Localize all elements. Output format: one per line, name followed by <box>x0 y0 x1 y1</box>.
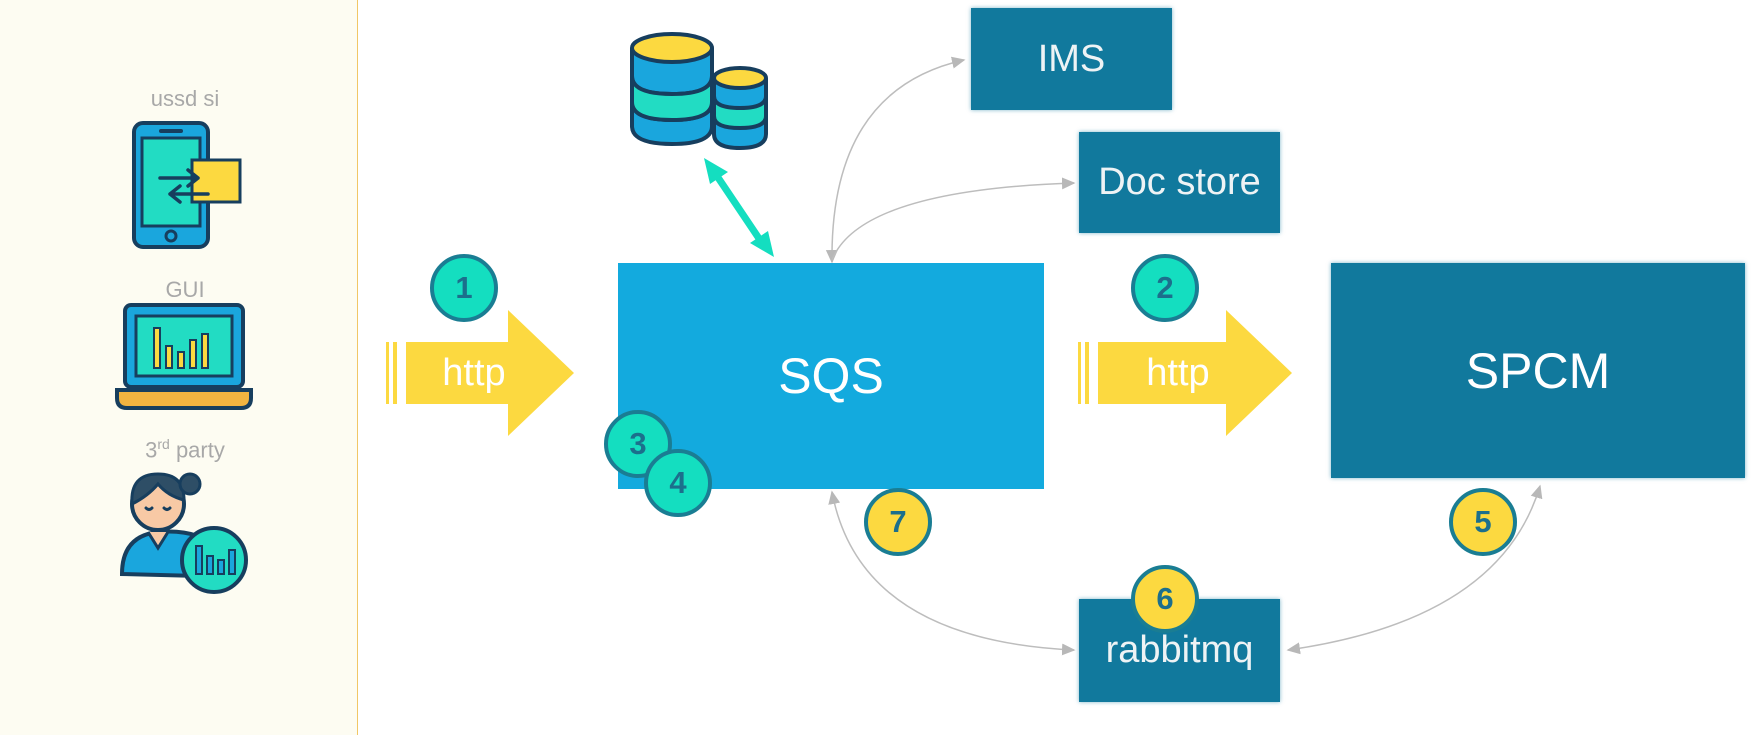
step-badge-6: 6 <box>1131 565 1199 633</box>
rabbitmq-label: rabbitmq <box>1105 629 1254 671</box>
client-label-ussd: ussd si <box>150 86 220 111</box>
http-label-right: http <box>1146 352 1210 394</box>
doc-store-box: Doc store <box>1079 132 1280 233</box>
database-icon <box>630 32 768 150</box>
spcm-box: SPCM <box>1331 263 1745 478</box>
http-arrow-right <box>1078 310 1292 436</box>
laptop-chart-icon <box>115 303 253 410</box>
step-badge-4: 4 <box>644 449 712 517</box>
step-badge-2: 2 <box>1131 254 1199 322</box>
spcm-label: SPCM <box>1465 342 1611 399</box>
connector-rabbitmq-spcm <box>1286 484 1543 655</box>
ims-box: IMS <box>971 8 1172 110</box>
step-badge-1: 1 <box>430 254 498 322</box>
client-label-3rd-party: 3rd party <box>145 436 225 463</box>
sqs-label: SQS <box>778 348 884 404</box>
http-arrow-left <box>386 310 574 436</box>
doc-store-label: Doc store <box>1098 161 1261 203</box>
database-link-arrow <box>704 158 774 257</box>
client-label-gui: GUI <box>165 277 205 302</box>
connector-sqs-rabbitmq <box>828 490 1076 656</box>
ims-label: IMS <box>1037 37 1106 80</box>
connector-sqs-ims <box>825 56 966 264</box>
connector-sqs-docstore <box>831 177 1076 261</box>
phone-transfer-icon <box>132 121 242 249</box>
step-badge-5: 5 <box>1449 488 1517 556</box>
step-badge-7: 7 <box>864 488 932 556</box>
client-sidebar: ussd si GUI 3rd party <box>0 0 358 735</box>
http-label-left: http <box>442 352 506 394</box>
person-chart-icon <box>119 472 248 594</box>
